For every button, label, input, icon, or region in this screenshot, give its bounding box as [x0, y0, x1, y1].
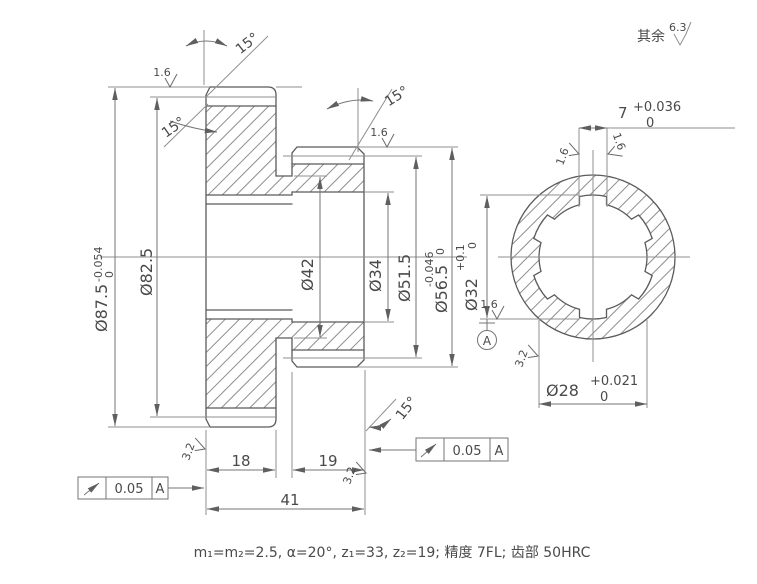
datum-circle — [477, 330, 497, 350]
default-finish-value: 6.3 — [669, 21, 687, 34]
finish-mark-big-tip: 1.6 — [153, 66, 178, 89]
dim-label-counterbore: Ø34 — [366, 259, 385, 292]
dim-label-small-tip: Ø56.5 0 -0.046 — [423, 248, 451, 313]
finish-mark-slot-right: 1.6 — [607, 131, 628, 157]
datum-symbol: A — [477, 319, 497, 350]
end-view-centerlines — [498, 150, 690, 362]
dim-tol-outer-upper: 0 — [103, 271, 116, 278]
finish-mark-slot-left: 1.6 — [554, 142, 580, 167]
dim-text-spline-width: 7 — [618, 104, 628, 122]
diameter-dimension-lines — [112, 87, 455, 427]
dim-text-19: 19 — [318, 452, 337, 470]
finish-mark-bore-face: 3.2 — [513, 344, 539, 369]
finish-mark-small-tip: 1.6 — [370, 126, 395, 149]
dim-tol-small-tip-upper: 0 — [434, 248, 447, 255]
runout-icon — [83, 482, 100, 496]
finish-value: 1.6 — [480, 298, 498, 311]
dim-label-pitch-big: Ø82.5 — [137, 248, 156, 296]
dim-tol-spline-major-lower: 0 — [466, 242, 479, 249]
finish-value: 1.6 — [153, 66, 171, 79]
end-view: 7 +0.036 0 Ø32 +0.1 0 Ø28 +0.021 0 A — [454, 100, 735, 408]
technical-note: m₁=m₂=2.5, α=20°, z₁=33, z₂=19; 精度 7FL; … — [194, 545, 591, 561]
dim-text-pitch-big: Ø82.5 — [137, 248, 156, 296]
tolerance-value: 0.05 — [115, 482, 144, 497]
default-finish-prefix: 其余 — [637, 28, 665, 45]
tolerance-frame-1: 0.05 A — [77, 476, 205, 500]
dim-text-outer: Ø87.5 — [92, 284, 111, 332]
datum-letter: A — [483, 334, 492, 348]
finish-value: 1.6 — [610, 131, 628, 152]
spline-hatch — [511, 174, 675, 340]
dim-tol-spline-major-upper: +0.1 — [454, 244, 467, 271]
bore-dim: Ø28 +0.021 0 — [538, 320, 648, 408]
bore-edges — [205, 191, 365, 323]
tolerance-value: 0.05 — [453, 444, 482, 459]
dim-text-pitch-small: Ø51.5 — [395, 254, 414, 302]
dim-tol-spline-width-upper: +0.036 — [633, 100, 681, 115]
dim-tol-outer-lower: -0.054 — [92, 247, 105, 282]
finish-mark-spline-bottom: 1.6 — [480, 298, 505, 321]
dim-text-18: 18 — [231, 452, 250, 470]
finish-value: 1.6 — [554, 146, 572, 167]
default-finish-icon — [673, 21, 692, 47]
finish-value: 3.2 — [180, 441, 198, 462]
dim-text-bore: Ø28 — [546, 381, 579, 400]
finish-mark-right-face: 3.2 — [341, 461, 367, 486]
runout-icon — [420, 443, 437, 458]
dim-text-spline-major: Ø32 — [462, 278, 481, 311]
dim-text-small-tip: Ø56.5 — [432, 265, 451, 313]
finish-mark-left-face: 3.2 — [180, 437, 206, 462]
dim-text-41: 41 — [280, 491, 299, 509]
spline-major-dim: Ø32 +0.1 0 — [454, 194, 579, 320]
dim-tol-bore-upper: +0.021 — [590, 374, 638, 389]
dim-text-counterbore: Ø34 — [366, 259, 385, 292]
surface-finish-marks: 1.6 1.6 1.6 1.6 1.6 3.2 3.2 3.2 — [153, 66, 628, 486]
finish-value: 1.6 — [370, 126, 388, 139]
root-lines — [205, 105, 365, 409]
dim-label-pitch-small: Ø51.5 — [395, 254, 414, 302]
finish-value: 3.2 — [341, 465, 359, 486]
spline-width-dim: 7 +0.036 0 — [578, 100, 735, 207]
dim-tol-bore-lower: 0 — [600, 390, 608, 405]
tolerance-datum: A — [495, 444, 504, 459]
width-dimensions: 18 19 41 — [206, 452, 365, 512]
pitch-and-extension-lines — [100, 86, 467, 515]
section-view: 18 19 41 Ø87.5 0 -0.054 Ø82.5 Ø42 Ø34 Ø5… — [92, 30, 467, 515]
finish-value: 3.2 — [513, 348, 531, 369]
default-surface-finish: 其余 6.3 — [637, 21, 692, 47]
dim-tol-spline-width-lower: 0 — [646, 116, 654, 131]
tolerance-datum: A — [156, 482, 165, 497]
dim-label-web: Ø42 — [298, 258, 317, 291]
tolerance-frame-2: 0.05 A — [368, 437, 509, 462]
dim-label-outer: Ø87.5 0 -0.054 — [92, 247, 116, 332]
dim-tol-small-tip-lower: -0.046 — [423, 252, 436, 287]
spline-hole-path — [533, 194, 653, 320]
dim-text-web: Ø42 — [298, 258, 317, 291]
